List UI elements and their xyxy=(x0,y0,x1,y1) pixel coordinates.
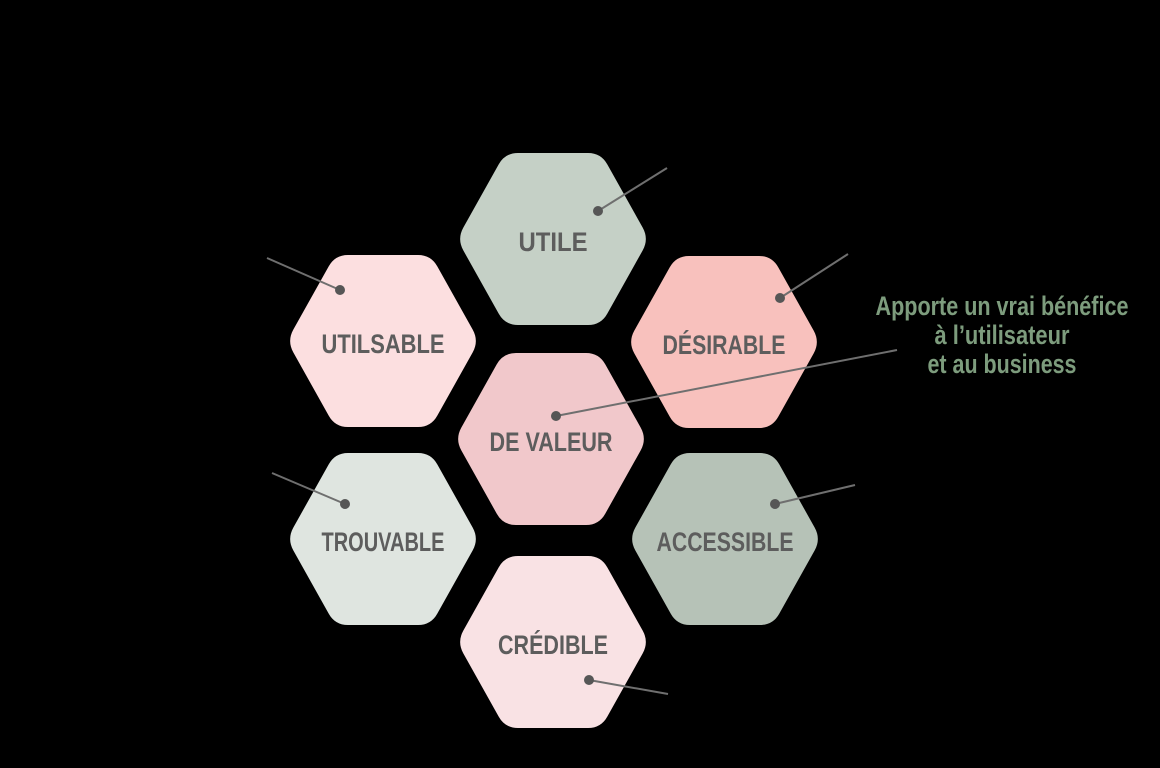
callout-line-desirable xyxy=(779,253,849,299)
callout-line-trouvable xyxy=(271,472,346,505)
hexagon-accessible: ACCESSIBLE xyxy=(632,453,818,625)
hexagon-label-utilsable: UTILSABLE xyxy=(322,329,445,359)
callout-trouvable xyxy=(271,472,350,509)
hexagon-shape-utile xyxy=(460,153,646,325)
callout-line-de-valeur xyxy=(555,349,898,417)
hexagon-utilsable: UTILSABLE xyxy=(290,255,476,427)
hexagon-label-de-valeur: DE VALEUR xyxy=(490,427,613,457)
callout-dot-credible xyxy=(584,675,594,685)
hexagon-shape-desirable xyxy=(631,256,817,428)
callout-line-accessible xyxy=(774,484,856,505)
callout-credible xyxy=(584,675,669,695)
annotation-line-3: et au business xyxy=(928,349,1077,379)
hexagon-label-trouvable: TROUVABLE xyxy=(322,527,445,557)
callout-desirable xyxy=(775,253,849,303)
callout-line-layer xyxy=(266,167,898,695)
annotation-text: Apporte un vrai bénéfice à l’utilisateur… xyxy=(876,291,1129,379)
callout-dot-accessible xyxy=(770,499,780,509)
callout-utilsable xyxy=(266,257,345,295)
callout-dot-desirable xyxy=(775,293,785,303)
annotation-line-2: à l’utilisateur xyxy=(935,320,1070,350)
callout-dot-trouvable xyxy=(340,499,350,509)
hexagon-credible: CRÉDIBLE xyxy=(460,556,646,728)
callout-line-credible xyxy=(588,679,669,695)
hexagon-desirable: DÉSIRABLE xyxy=(631,256,817,428)
hexagon-trouvable: TROUVABLE xyxy=(290,453,476,625)
callout-accessible xyxy=(770,484,856,509)
hexagon-shape-utilsable xyxy=(290,255,476,427)
callout-line-utile xyxy=(597,167,668,212)
hexagon-de-valeur: DE VALEUR xyxy=(458,353,644,525)
annotation-line-1: Apporte un vrai bénéfice xyxy=(876,291,1129,321)
hexagon-label-credible: CRÉDIBLE xyxy=(498,629,608,660)
hexagon-layer: UTILE DÉSIRABLE UTILSABLE DE VALEUR TROUVABL… xyxy=(290,153,818,728)
hexagon-utile: UTILE xyxy=(460,153,646,325)
callout-de-valeur xyxy=(551,349,898,421)
callout-dot-utilsable xyxy=(335,285,345,295)
hexagon-shape-accessible xyxy=(632,453,818,625)
hexagon-label-utile: UTILE xyxy=(519,227,588,257)
hexagon-shape-credible xyxy=(460,556,646,728)
hexagon-shape-de-valeur xyxy=(458,353,644,525)
hexagon-label-accessible: ACCESSIBLE xyxy=(657,527,794,557)
hexagon-shape-trouvable xyxy=(290,453,476,625)
callout-dot-utile xyxy=(593,206,603,216)
callout-dot-de-valeur xyxy=(551,411,561,421)
callout-utile xyxy=(593,167,668,216)
hexagon-label-desirable: DÉSIRABLE xyxy=(663,329,786,360)
callout-line-utilsable xyxy=(266,257,341,291)
